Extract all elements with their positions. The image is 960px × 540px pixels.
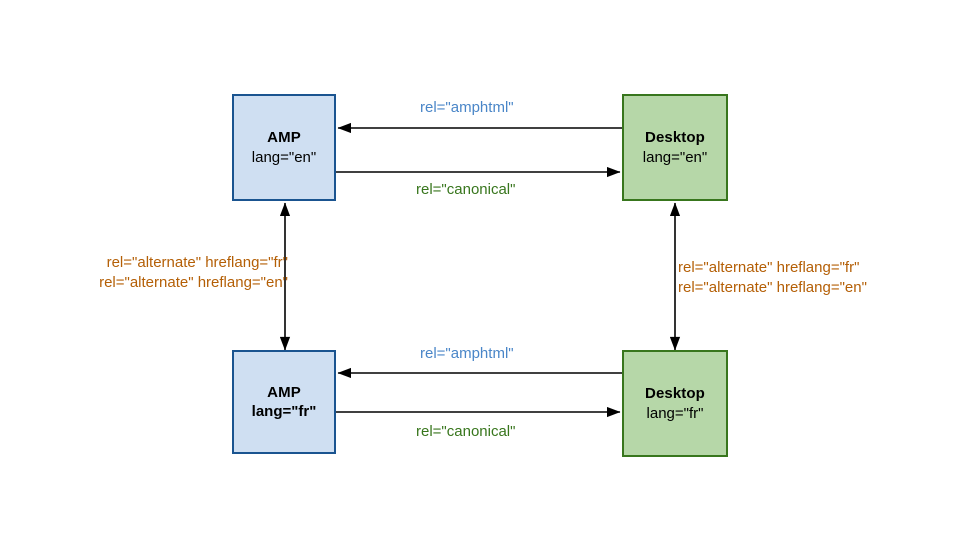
edge-label-alternate-left-line1: rel="alternate" hreflang="fr" <box>106 254 288 271</box>
edge-label-alternate-left-line2: rel="alternate" hreflang="en" <box>99 273 288 291</box>
node-desktop-fr[interactable]: Desktop lang="fr" <box>622 350 728 457</box>
edge-label-alternate-right-line1: rel="alternate" hreflang="fr" <box>678 259 860 276</box>
node-amp-fr-title: AMP <box>267 383 301 401</box>
node-desktop-en[interactable]: Desktop lang="en" <box>622 94 728 201</box>
edge-label-alternate-left: rel="alternate" hreflang="fr" rel="alter… <box>40 253 288 292</box>
node-desktop-fr-title: Desktop <box>645 385 705 403</box>
edge-label-amphtml-en: rel="amphtml" <box>420 99 514 116</box>
edge-label-amphtml-fr: rel="amphtml" <box>420 345 514 362</box>
node-amp-fr[interactable]: AMP lang="fr" <box>232 350 336 454</box>
edge-label-canonical-en: rel="canonical" <box>416 181 516 198</box>
edge-label-canonical-fr: rel="canonical" <box>416 423 516 440</box>
node-amp-en-lang: lang="en" <box>251 148 317 166</box>
node-desktop-en-title: Desktop <box>645 129 705 147</box>
node-desktop-fr-lang: lang="fr" <box>646 404 704 422</box>
edge-label-alternate-right-line2: rel="alternate" hreflang="en" <box>678 278 867 296</box>
node-amp-fr-lang: lang="fr" <box>251 403 317 420</box>
node-desktop-en-lang: lang="en" <box>642 148 708 166</box>
node-amp-en[interactable]: AMP lang="en" <box>232 94 336 201</box>
edge-label-alternate-right: rel="alternate" hreflang="fr" rel="alter… <box>678 258 928 297</box>
node-amp-en-title: AMP <box>267 129 301 147</box>
